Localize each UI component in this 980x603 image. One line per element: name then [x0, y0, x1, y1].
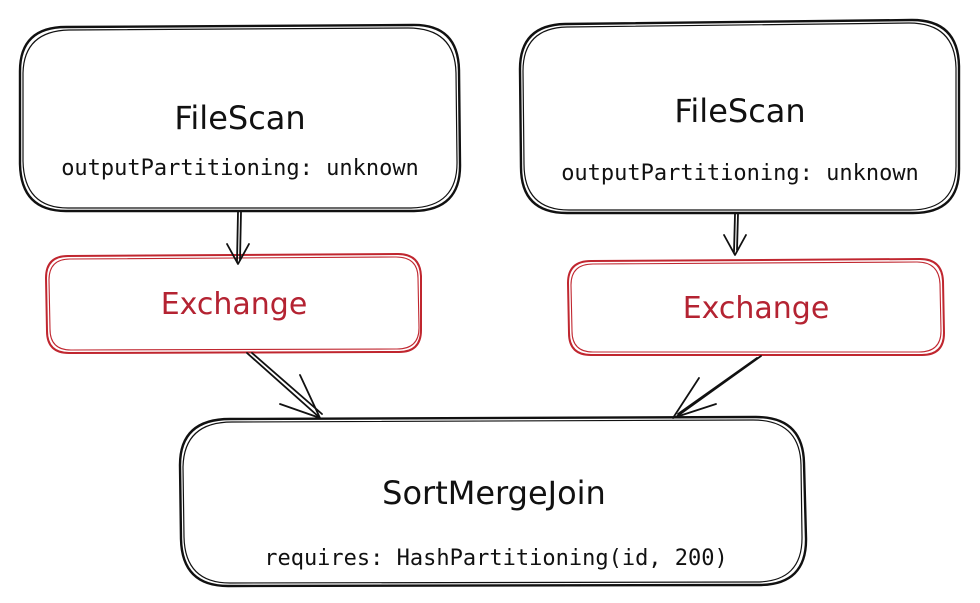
sort-merge-join-node[interactable]: SortMergeJoin requires: HashPartitioning… [178, 415, 808, 588]
exchange-right-node[interactable]: Exchange [566, 257, 946, 356]
exchange-right-label: Exchange [683, 291, 830, 326]
filescan-right-node[interactable]: FileScan outputPartitioning: unknown [518, 18, 961, 215]
filescan-left-node[interactable]: FileScan outputPartitioning: unknown [18, 23, 462, 213]
filescan-left-detail: outputPartitioning: unknown [61, 156, 419, 181]
exchange-left-node[interactable]: Exchange [44, 252, 422, 355]
sort-merge-join-title: SortMergeJoin [382, 474, 606, 512]
filescan-right-detail: outputPartitioning: unknown [561, 161, 919, 186]
sort-merge-join-detail: requires: HashPartitioning(id, 200) [264, 546, 728, 571]
exchange-left-label: Exchange [161, 287, 308, 322]
filescan-right-title: FileScan [674, 92, 805, 130]
arrow-filescan-right-to-exchange-right [723, 213, 747, 256]
filescan-left-title: FileScan [174, 99, 305, 137]
arrow-exchange-right-to-sort-merge-join [672, 355, 762, 419]
arrow-filescan-left-to-exchange-left [226, 211, 250, 265]
arrow-exchange-left-to-sort-merge-join [246, 352, 323, 419]
